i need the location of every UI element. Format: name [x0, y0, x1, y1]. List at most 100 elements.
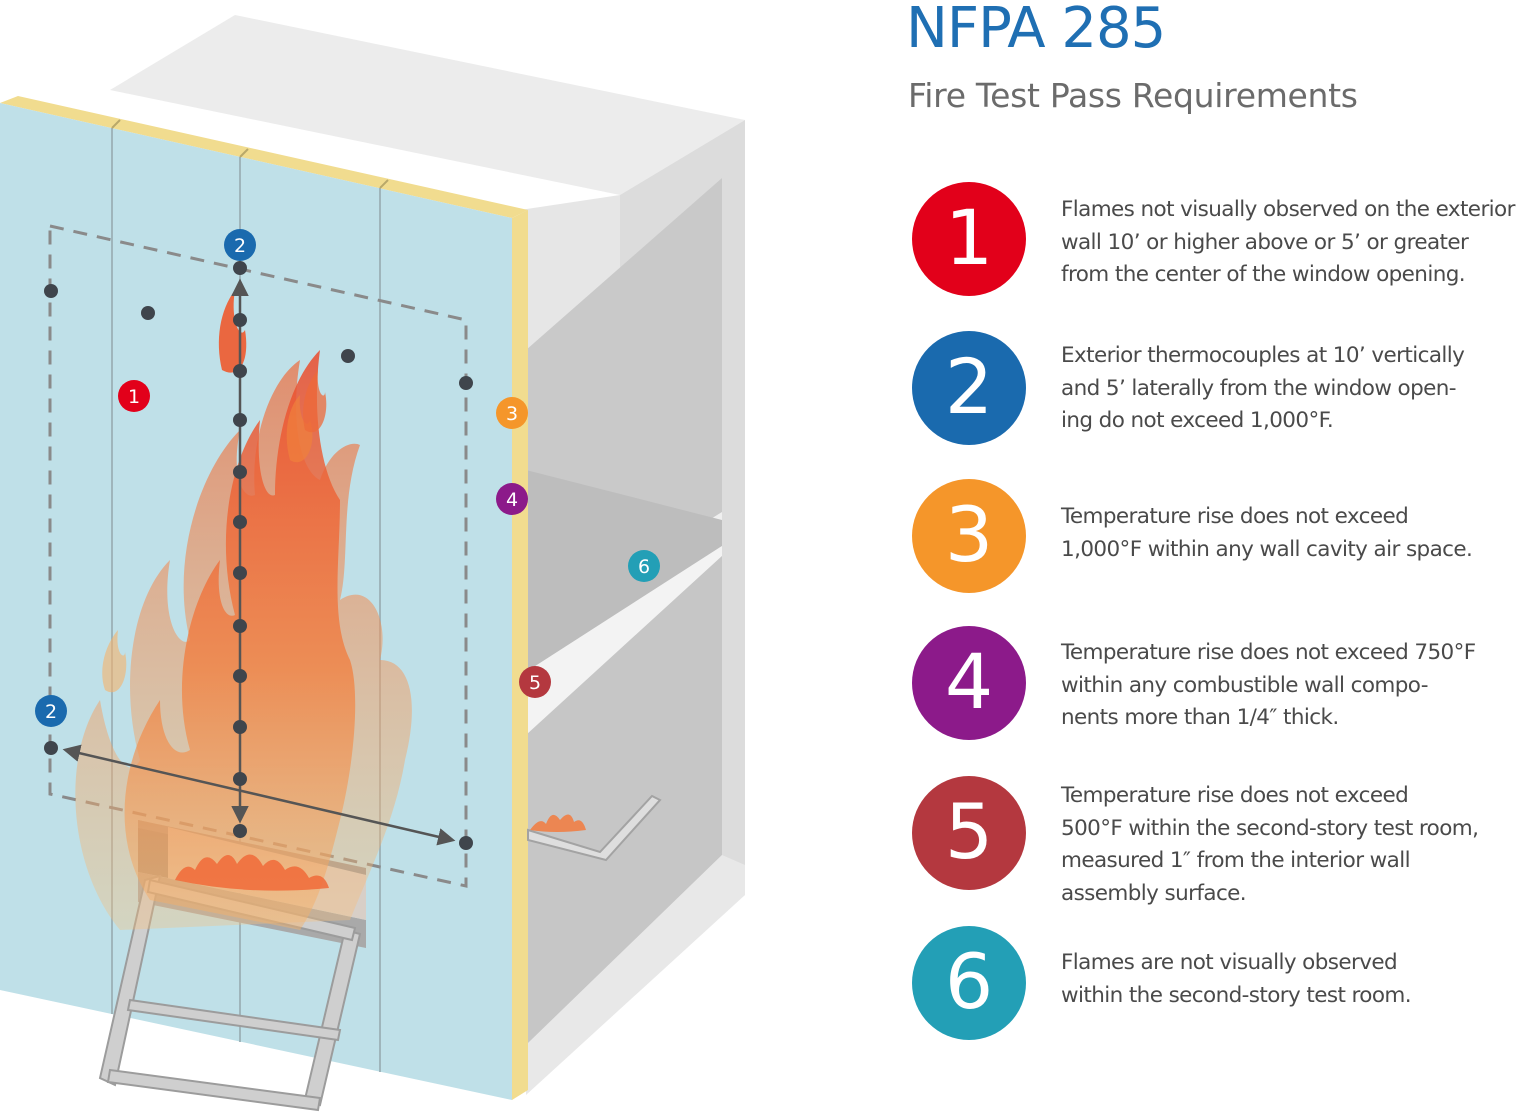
- shell-top: [110, 15, 745, 195]
- requirement-text-line: 1,000°F within any wall cavity air space…: [1061, 536, 1473, 562]
- requirement-text-line: 500°F within the second-story test room,: [1061, 815, 1479, 841]
- marker-4: 4: [496, 483, 528, 515]
- requirement-item: 1 Flames not visually observed on the ex…: [910, 182, 1536, 302]
- marker-5: 5: [519, 666, 551, 698]
- requirement-item: 3 Temperature rise does not exceed 1,000…: [910, 479, 1536, 599]
- requirement-markers: 1 2 2 3 4 5 6: [35, 229, 660, 727]
- requirement-number: 6: [944, 936, 994, 1026]
- requirement-number: 4: [944, 636, 994, 726]
- insulation-layer: [0, 96, 528, 1100]
- marker-4-circle: [496, 483, 528, 515]
- thermocouple: [44, 741, 58, 755]
- marker-3-label: 3: [506, 403, 518, 425]
- requirement-text-line: ing do not exceed 1,000°F.: [1061, 408, 1334, 433]
- thermocouple: [341, 349, 355, 363]
- thermocouple: [233, 515, 247, 529]
- thermocouple: [141, 306, 155, 320]
- marker-2-top-label: 2: [234, 235, 246, 257]
- requirement-number: 2: [944, 341, 994, 431]
- measurement-zone-outline: [48, 224, 468, 888]
- test-assembly-diagram: 1 2 2 3 4 5 6: [0, 15, 745, 1112]
- marker-1: 1: [118, 380, 150, 412]
- requirement-text-line: Exterior thermocouples at 10’ vertically: [1061, 343, 1465, 368]
- thermocouple: [233, 364, 247, 378]
- marker-2-left: 2: [35, 695, 67, 727]
- marker-5-label: 5: [529, 672, 541, 694]
- requirement-text: Temperature rise does not exceed 1,000°F…: [1061, 501, 1536, 566]
- room-divider: [526, 546, 722, 735]
- thermocouple: [233, 772, 247, 786]
- marker-6: 6: [628, 550, 660, 582]
- thermocouple: [233, 413, 247, 427]
- requirement-item: 4 Temperature rise does not exceed 750°F…: [910, 626, 1536, 746]
- page-title: NFPA 285: [906, 0, 1166, 61]
- thermocouple: [459, 376, 473, 390]
- marker-4-label: 4: [506, 489, 518, 511]
- requirement-text: Temperature rise does not exceed 500°F w…: [1061, 780, 1536, 910]
- requirement-number-badge: 4: [912, 626, 1026, 740]
- page-subtitle: Fire Test Pass Requirements: [908, 76, 1358, 115]
- thermocouple: [44, 284, 58, 298]
- requirement-text-line: nents more than 1/4″ thick.: [1061, 705, 1339, 730]
- requirement-text-line: Temperature rise does not exceed: [1061, 783, 1409, 808]
- marker-1-circle: [118, 380, 150, 412]
- requirement-item: 5 Temperature rise does not exceed 500°F…: [910, 776, 1536, 906]
- marker-2-left-circle: [35, 695, 67, 727]
- marker-1-label: 1: [128, 386, 140, 408]
- marker-3: 3: [496, 397, 528, 429]
- requirement-text-line: Flames are not visually observed: [1061, 950, 1398, 975]
- requirement-text-line: measured 1″ from the interior wall: [1061, 848, 1411, 873]
- marker-3-circle: [496, 397, 528, 429]
- requirement-item: 6 Flames are not visually observed withi…: [910, 926, 1536, 1046]
- seam-notch: [111, 119, 389, 189]
- second-story-room: [526, 470, 722, 672]
- requirement-text: Flames not visually observed on the exte…: [1061, 194, 1536, 292]
- room-burner-frame: [527, 794, 662, 862]
- insulation-side-edge: [512, 210, 528, 1100]
- requirement-text: Flames are not visually observed within …: [1061, 947, 1536, 1012]
- requirement-text-line: wall 10’ or higher above or 5’ or greate…: [1061, 229, 1469, 255]
- requirement-number-badge: 2: [912, 331, 1026, 445]
- requirement-text: Temperature rise does not exceed 750°F w…: [1061, 637, 1536, 735]
- requirement-text-line: within the second-story test room.: [1061, 982, 1412, 1008]
- thermocouple-points: [44, 261, 473, 850]
- flame-tongue: [303, 370, 327, 433]
- marker-2-left-label: 2: [45, 701, 57, 723]
- thermocouple: [233, 619, 247, 633]
- flame-tongue: [286, 395, 313, 463]
- thermocouple: [233, 465, 247, 479]
- marker-2-top-circle: [224, 229, 256, 261]
- thermocouple: [233, 720, 247, 734]
- thermocouple: [233, 261, 247, 275]
- marker-5-circle: [519, 666, 551, 698]
- thermocouple: [233, 824, 247, 838]
- requirement-number-badge: 6: [912, 926, 1026, 1040]
- flame-tongue: [102, 630, 127, 693]
- requirement-text-line: assembly surface.: [1061, 880, 1247, 906]
- thermocouple: [459, 836, 473, 850]
- requirement-text: Exterior thermocouples at 10’ vertically…: [1061, 340, 1536, 438]
- thermocouple: [233, 669, 247, 683]
- building-shell: [110, 15, 745, 1095]
- burner-frame: [126, 998, 342, 1042]
- requirement-number-badge: 3: [912, 479, 1026, 593]
- burner-frame: [106, 1068, 322, 1112]
- requirement-number: 5: [944, 786, 994, 876]
- requirement-text-line: and 5’ laterally from the window open-: [1061, 375, 1457, 401]
- requirement-number: 3: [944, 489, 994, 579]
- marker-6-label: 6: [638, 556, 650, 578]
- room-burner-flame: [530, 814, 586, 832]
- requirement-number-badge: 5: [912, 776, 1026, 890]
- room-burner: [527, 794, 662, 862]
- lower-room-floor: [526, 855, 745, 1095]
- requirement-number-badge: 1: [912, 182, 1026, 296]
- requirement-text-line: Flames not visually observed on the exte…: [1061, 197, 1515, 222]
- insulation-top-edge: [0, 96, 528, 218]
- burner-frame: [303, 928, 362, 1107]
- requirement-item: 2 Exterior thermocouples at 10’ vertical…: [910, 331, 1536, 451]
- requirement-text-line: from the center of the window opening.: [1061, 262, 1466, 287]
- requirement-text-line: within any combustible wall compo-: [1061, 672, 1429, 698]
- lower-room-cavity: [526, 556, 722, 1045]
- thermocouple: [233, 566, 247, 580]
- requirement-number: 1: [944, 192, 994, 282]
